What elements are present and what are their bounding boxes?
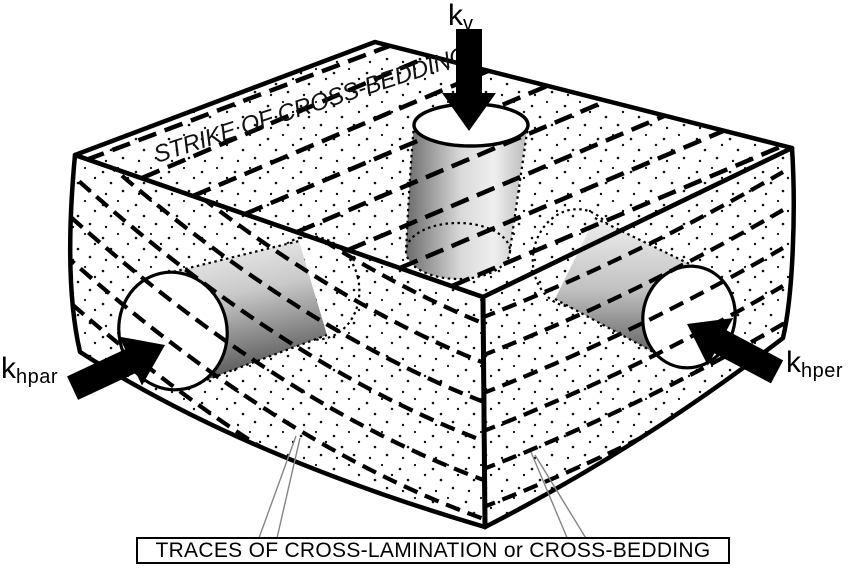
kv-arrow-icon: [442, 29, 496, 131]
leader-lines: [258, 435, 588, 541]
permeability-arrows: [67, 29, 784, 400]
khpar-arrow-icon: [67, 336, 165, 400]
left-leader-line-b: [276, 437, 301, 539]
top-face-bedding-traces: [85, 42, 792, 289]
khper-label: khper: [786, 346, 844, 382]
left-plug-top-edge: [155, 239, 300, 278]
khpar-symbol: k: [1, 352, 16, 385]
left-plug-back-face: [265, 235, 361, 341]
front-vertical-edge: [480, 294, 488, 530]
khpar-label: khpar: [1, 352, 59, 388]
left-leader-line-a: [258, 435, 297, 539]
left-face-outline: [68, 152, 488, 530]
khper-subscript: hper: [801, 360, 844, 382]
khper-arrow-icon: [687, 318, 784, 384]
right-leader-line-b: [534, 454, 588, 541]
kv-symbol: k: [448, 0, 463, 32]
vertical-plug-right-edge: [508, 124, 530, 252]
khpar-subscript: hpar: [16, 366, 59, 388]
left-plug-bottom-edge: [189, 333, 328, 388]
traces-label-text: TRACES OF CROSS-LAMINATION or CROSS-BEDD…: [155, 538, 711, 562]
traces-label-box: TRACES OF CROSS-LAMINATION or CROSS-BEDD…: [136, 537, 730, 564]
kv-subscript: v: [463, 13, 474, 35]
kv-label: kv: [448, 0, 474, 35]
khper-symbol: k: [786, 346, 801, 379]
right-leader-line-a: [530, 451, 569, 541]
